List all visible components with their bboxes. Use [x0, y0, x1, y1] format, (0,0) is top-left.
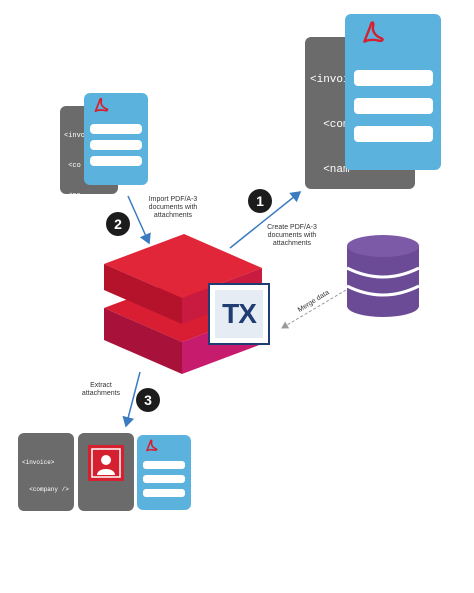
upper-layer-top [104, 234, 262, 298]
pdf-form-field [143, 489, 185, 497]
pdf-form-field [90, 140, 142, 150]
extracted-xml-code: <invoice> <company /> <name /> <firstnam… [22, 440, 76, 593]
pdf-form-field [354, 126, 433, 142]
xml-line: <invoi [64, 132, 90, 140]
xml-line: <com [310, 119, 350, 131]
xml-line: <firstname /> [22, 540, 77, 547]
xml-line: <na [64, 192, 81, 200]
pdf-form-field [90, 156, 142, 166]
xml-line: </invoi [64, 252, 94, 260]
database-icon [346, 235, 420, 317]
xml-line: <invoice> [22, 459, 55, 466]
small-xml-code: <invoi <co <na <firs </invoi [64, 111, 93, 281]
xml-line: <firs [64, 222, 90, 230]
pdf-form-field [143, 475, 185, 483]
tx-logo-text: TX [222, 298, 257, 329]
xml-line: <nam [310, 164, 350, 176]
pdf-form-field [354, 98, 433, 114]
lower-layer-left [104, 308, 182, 374]
step-3-label: Extract attachments [81, 382, 121, 397]
extract-arrow [122, 371, 141, 428]
pdf-form-field [90, 124, 142, 134]
flow-arrows [122, 191, 347, 428]
small-pdf-document [84, 93, 148, 185]
xml-line: <co [64, 162, 81, 170]
xml-line: <name /> [22, 513, 59, 520]
step-2-badge: 2 [106, 212, 130, 236]
xml-line: </invoice> [22, 567, 59, 574]
extracted-xml-document: <invoice> <company /> <name /> <firstnam… [18, 433, 76, 574]
step-2-label: Import PDF/A-3 documents with attachment… [148, 196, 198, 219]
import-arrow [127, 195, 151, 245]
pdf-form-field [143, 461, 185, 469]
create-arrow [229, 191, 302, 249]
xml-line: <invoic [310, 74, 357, 86]
xml-line: <first [310, 209, 363, 221]
pdf-icon [146, 439, 158, 452]
pdf-icon [363, 21, 384, 43]
step-3-badge: 3 [136, 388, 160, 412]
xml-line: <company /> [22, 486, 69, 493]
large-pdf-document [345, 14, 441, 170]
extracted-image-document [78, 433, 134, 511]
upper-layer-left [104, 264, 182, 324]
step-1-label: Create PDF/A-3 documents with attachment… [267, 224, 317, 247]
image-icon [88, 445, 124, 481]
extracted-pdf-document [137, 435, 191, 510]
tx-logo: TX [208, 283, 270, 345]
step-1-badge: 1 [248, 189, 272, 213]
pdf-form-field [354, 70, 433, 86]
merge-arrow [281, 289, 347, 329]
pdf-icon [94, 97, 109, 113]
